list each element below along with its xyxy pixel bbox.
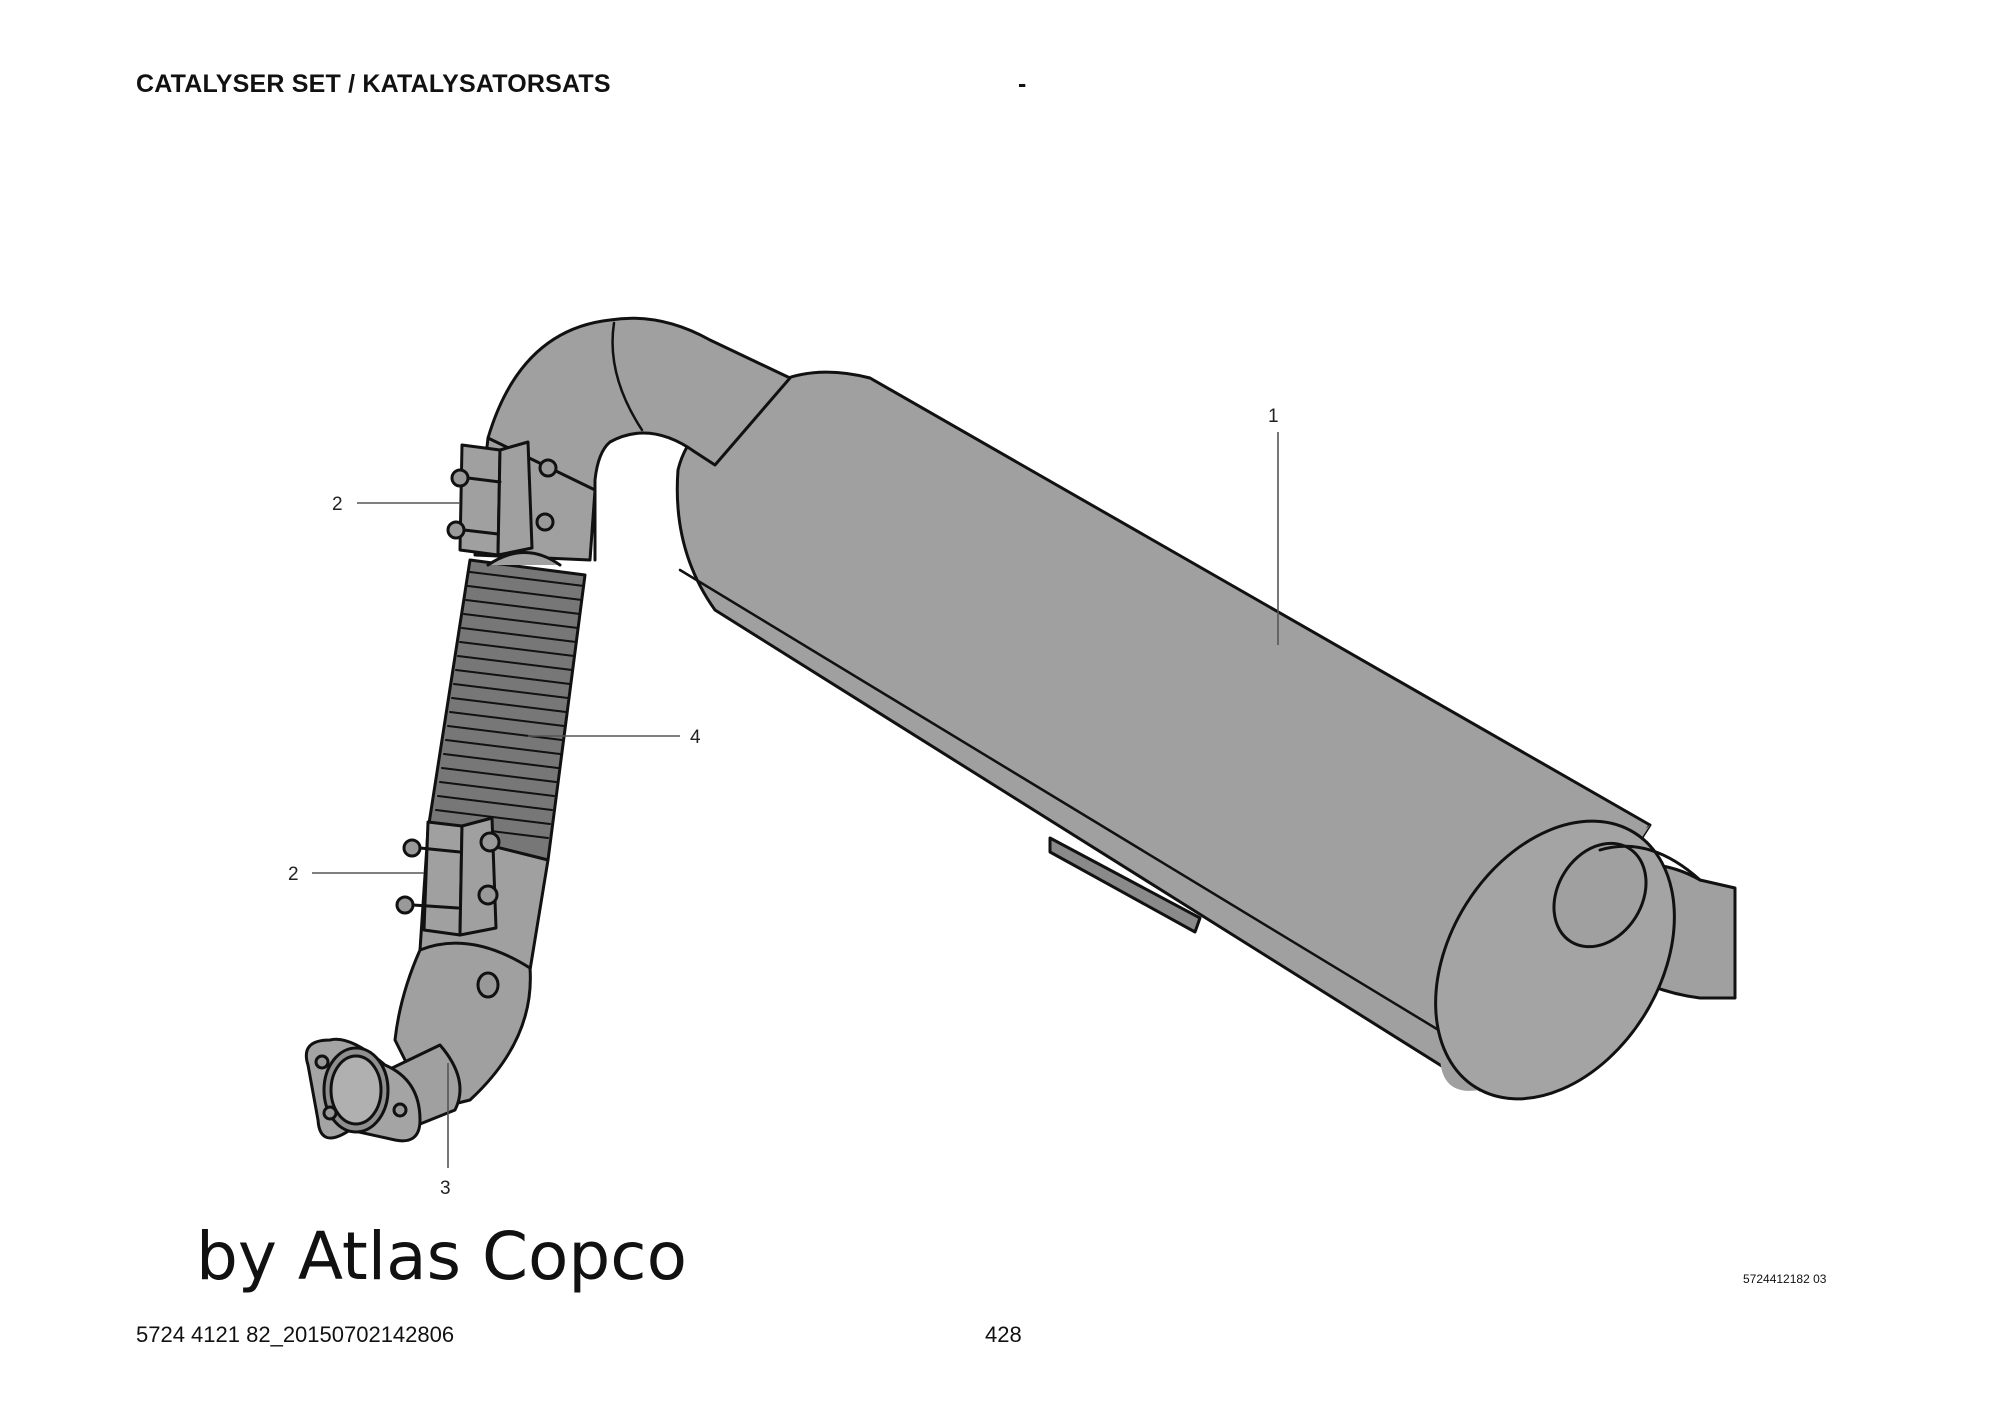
muffler-bracket: [1048, 836, 1202, 934]
page-number: 428: [985, 1322, 1022, 1347]
upper-clamp: [446, 440, 562, 567]
page-title: CATALYSER SET / KATALYSATORSATS: [136, 70, 611, 98]
callout-2-lower: 2: [288, 864, 299, 885]
document-number: 5724 4121 82_20150702142806: [136, 1322, 455, 1347]
muffler: [675, 370, 1702, 1101]
callout-1: 1: [1268, 406, 1279, 427]
watermark-text: by Atlas Copco: [196, 1218, 687, 1295]
callout-4: 4: [690, 727, 701, 748]
header-separator: -: [1018, 70, 1027, 98]
drawing-reference: 5724412182 03: [1743, 1272, 1827, 1286]
inlet-bend: [486, 316, 792, 562]
callout-2-upper: 2: [332, 494, 343, 515]
flex-bellows: [426, 558, 587, 862]
callout-3: 3: [440, 1178, 451, 1199]
lower-clamp: [395, 816, 501, 937]
inlet-flange-pipe: [304, 941, 532, 1143]
